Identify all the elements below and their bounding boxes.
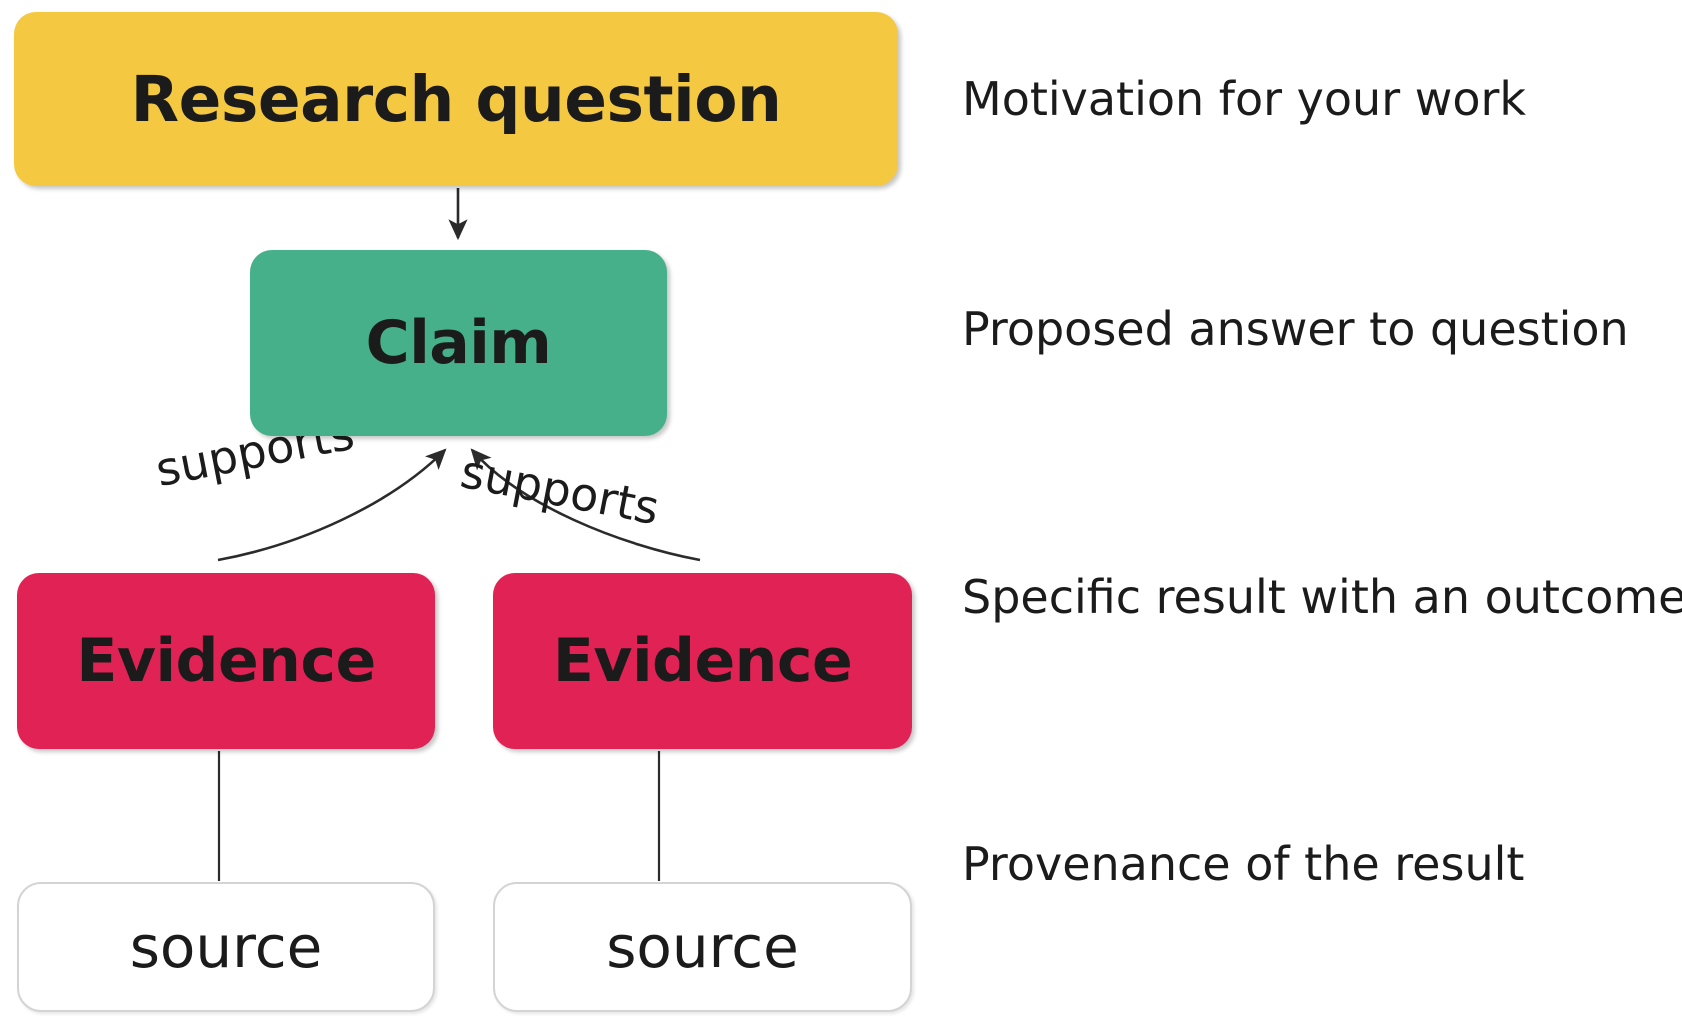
node-source-left[interactable]: source <box>17 882 435 1012</box>
node-evidence-left[interactable]: Evidence <box>17 573 435 749</box>
node-research-question[interactable]: Research question <box>14 12 898 186</box>
node-claim[interactable]: Claim <box>250 250 667 436</box>
legend-claim: Proposed answer to question <box>962 302 1629 356</box>
node-source-right[interactable]: source <box>493 882 912 1012</box>
legend-evidence: Specific result with an outcome <box>962 570 1682 624</box>
legend-research-question: Motivation for your work <box>962 72 1527 126</box>
edge-label-supports-right: supports <box>456 444 664 536</box>
node-evidence-right[interactable]: Evidence <box>493 573 912 749</box>
legend-source: Provenance of the result <box>962 837 1525 891</box>
